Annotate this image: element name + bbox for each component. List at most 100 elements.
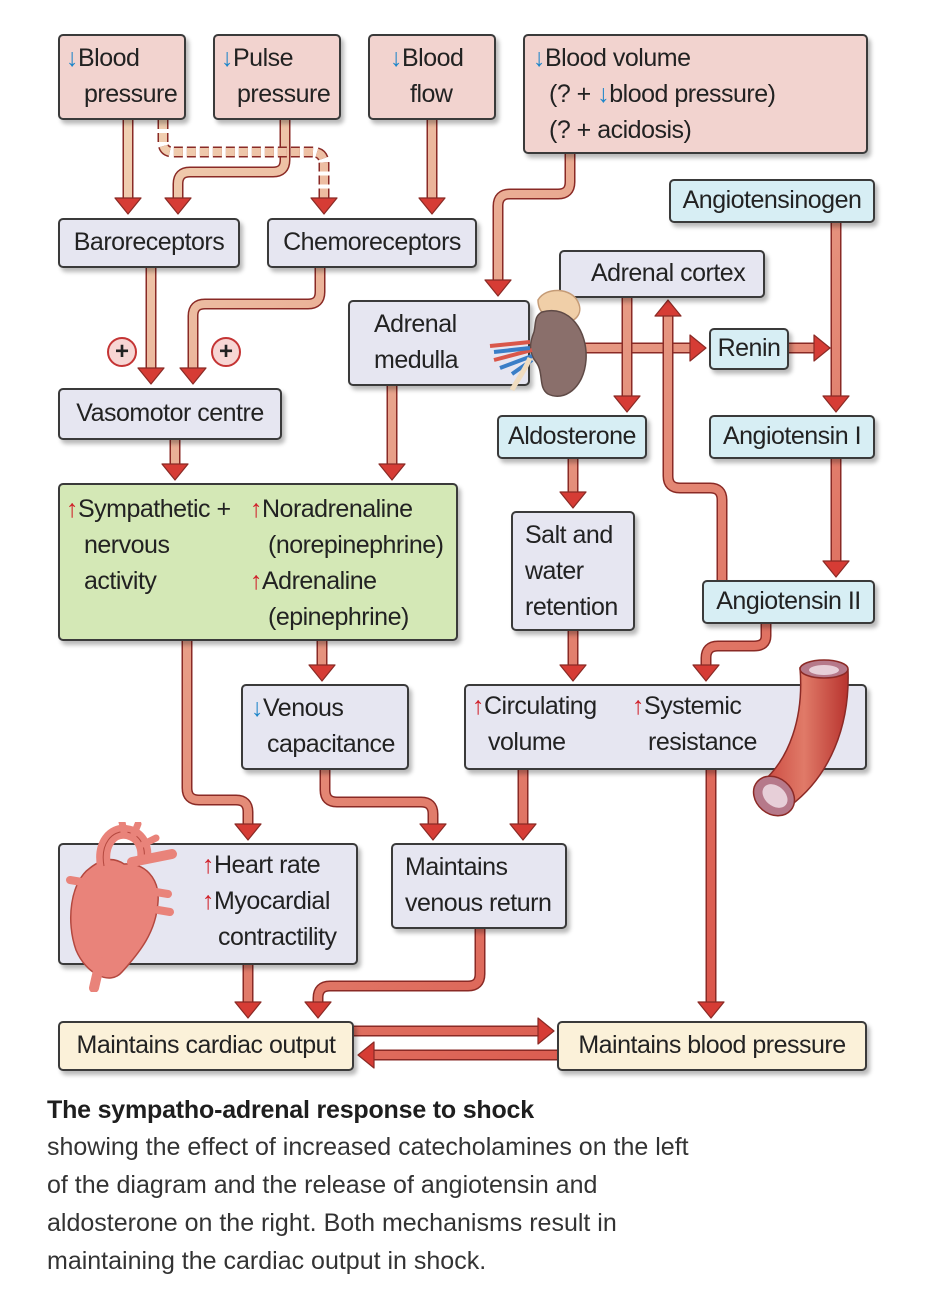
- increase-arrow-icon: ↑: [202, 887, 215, 915]
- ven-to-return-connector: [321, 770, 437, 826]
- vasomotor-centre-node: Vasomotor centre: [58, 388, 282, 440]
- connector-layer: [114, 120, 850, 1069]
- ang2-to-cortex-connector: [664, 314, 726, 580]
- co-to-bp-arrowhead-icon: [537, 1017, 555, 1045]
- chemo-to-vaso-connector: [189, 268, 324, 370]
- decrease-arrow-icon: ↓: [251, 694, 264, 722]
- aldo-to-salt-arrowhead-icon: [559, 491, 587, 509]
- increase-arrow-icon: ↑: [250, 567, 263, 595]
- arteries-icon: [118, 822, 160, 848]
- pp-to-baro-connector: [174, 120, 289, 200]
- bp-to-chemo-dashed-arrowhead-icon: [310, 197, 338, 215]
- decrease-arrow-icon: ↓: [221, 44, 234, 72]
- angiotensin-1-node: Angiotensin I: [709, 415, 875, 459]
- pulmonary-artery-icon: [127, 849, 177, 867]
- baro-to-vaso-arrowhead-icon: [137, 367, 165, 385]
- flow-to-chemo-arrowhead-icon: [418, 197, 446, 215]
- vena-cava-icon: [89, 957, 105, 992]
- kidney-icon: [529, 309, 587, 397]
- sympatho-adrenal-diagram: ↓Blood pressure ↓Pulse pressure ↓Blood f…: [58, 34, 875, 1071]
- pp-to-baro-arrowhead-icon: [164, 197, 192, 215]
- symp-to-ven-arrowhead-icon: [308, 664, 336, 682]
- renin-to-ang1-arrowhead-icon: [813, 334, 831, 362]
- circ-to-return-arrowhead-icon: [509, 823, 537, 841]
- blood-pressure-node: ↓Blood pressure: [58, 34, 186, 120]
- figure-caption: The sympatho-adrenal response to shock s…: [47, 1092, 907, 1280]
- increase-arrow-icon: ↑: [632, 692, 645, 720]
- blood-volume-node: ↓Blood volume (? + ↓blood pressure) (? +…: [523, 34, 868, 154]
- heart-to-co-arrowhead-icon: [234, 1001, 262, 1019]
- return-to-co-arrowhead-icon: [304, 1001, 332, 1019]
- caption-line: showing the effect of increased catechol…: [47, 1133, 689, 1161]
- salt-water-retention-node: Salt and water retention: [511, 511, 635, 631]
- ang2-to-sys-arrowhead-icon: [692, 664, 720, 682]
- heart-icon: [70, 858, 159, 979]
- medulla-to-symp-arrowhead-icon: [378, 463, 406, 481]
- decrease-arrow-icon: ↓: [390, 44, 403, 72]
- increase-arrow-icon: ↑: [250, 495, 263, 523]
- vessel-end-inner-icon: [762, 784, 788, 808]
- blood-flow-node: ↓Blood flow: [368, 34, 496, 120]
- heart-response-text: ↑Heart rate ↑Myocardial contractility: [202, 851, 337, 951]
- caption-title: The sympatho-adrenal response to shock: [47, 1096, 534, 1124]
- heart-illustration: [66, 822, 177, 992]
- increase-arrow-icon: ↑: [472, 692, 485, 720]
- angiotensinogen-node: Angiotensinogen: [669, 179, 875, 223]
- cardiac-output-node: Maintains cardiac output: [58, 1021, 354, 1071]
- ang2-to-sys-connector: [702, 624, 770, 667]
- decrease-arrow-icon: ↓: [597, 80, 610, 108]
- systemic-resistance-text: ↑Systemic resistance: [632, 692, 757, 756]
- kidney-adrenal-illustration: [489, 289, 587, 397]
- circulating-volume-text: ↑Circulating volume: [472, 692, 597, 756]
- sympathetic-activity-text: ↑Sympathetic + nervous activity: [66, 495, 231, 595]
- sys-to-bp-arrowhead-icon: [697, 1001, 725, 1019]
- positive-effect-icon: +: [107, 337, 137, 367]
- aldosterone-node: Aldosterone: [497, 415, 647, 459]
- chemo-to-vaso-arrowhead-icon: [179, 367, 207, 385]
- increase-arrow-icon: ↑: [66, 495, 79, 523]
- bp-to-chemo-dashed-connector: [159, 120, 328, 200]
- veins-icon: [66, 876, 174, 916]
- venous-capacitance-node: ↓Venous capacitance: [241, 684, 409, 770]
- decrease-arrow-icon: ↓: [533, 44, 546, 72]
- vaso-to-symp-arrowhead-icon: [161, 463, 189, 481]
- salt-to-circ-arrowhead-icon: [559, 664, 587, 682]
- adrenal-medulla-node: Adrenal medulla: [348, 300, 530, 386]
- caption-line: maintaining the cardiac output in shock.: [47, 1247, 487, 1275]
- chemoreceptors-node: Chemoreceptors: [267, 218, 477, 268]
- renal-artery-icon: [489, 340, 533, 362]
- pp-to-baro-outline: [172, 120, 291, 200]
- return-to-co-connector: [314, 929, 484, 1004]
- angiotensin-2-node: Angiotensin II: [702, 580, 875, 624]
- vessel-lumen-inner-icon: [809, 665, 839, 675]
- ven-to-return-arrowhead-icon: [419, 823, 447, 841]
- symp-to-heart-arrowhead-icon: [234, 823, 262, 841]
- caption-line: of the diagram and the release of angiot…: [47, 1171, 598, 1199]
- circulating-systemic-node: ↑Circulating volume ↑Systemic resistance: [464, 684, 867, 770]
- bp-to-baro-arrowhead-icon: [114, 197, 142, 215]
- increase-arrow-icon: ↑: [202, 851, 215, 879]
- ang1-to-ang2-arrowhead-icon: [822, 560, 850, 578]
- decrease-arrow-icon: ↓: [66, 44, 79, 72]
- symp-to-heart-connector: [183, 641, 252, 826]
- venous-return-node: Maintains venous return: [391, 843, 567, 929]
- caption-line: aldosterone on the right. Both mechanism…: [47, 1209, 617, 1237]
- renin-node: Renin: [709, 328, 789, 370]
- catecholamines-text: ↑Noradrenaline (norepinephrine) ↑Adrenal…: [250, 495, 444, 631]
- pulse-pressure-node: ↓Pulse pressure: [213, 34, 341, 120]
- kidney-to-renin-arrowhead-icon: [689, 334, 707, 362]
- ureter-icon: [509, 356, 533, 392]
- baroreceptors-node: Baroreceptors: [58, 218, 240, 268]
- bp-to-chemo-dashed-outline: [157, 120, 330, 200]
- blood-vessel-illustration: [752, 659, 849, 817]
- bp-to-co-arrowhead-icon: [357, 1041, 375, 1069]
- vol-to-medulla-connector: [494, 154, 574, 282]
- adrenal-cortex-node: Adrenal cortex: [559, 250, 765, 298]
- vol-to-medulla-arrowhead-icon: [484, 279, 512, 297]
- positive-effect-icon: +: [211, 337, 241, 367]
- blood-pressure-maintained-node: Maintains blood pressure: [557, 1021, 867, 1071]
- sympathetic-response-node: ↑Sympathetic + nervous activity ↑Noradre…: [58, 483, 458, 641]
- ang2-to-cortex-arrowhead-icon: [654, 299, 682, 317]
- angiogen-to-ang1-arrowhead-icon: [822, 395, 850, 413]
- cortex-to-aldo-arrowhead-icon: [613, 395, 641, 413]
